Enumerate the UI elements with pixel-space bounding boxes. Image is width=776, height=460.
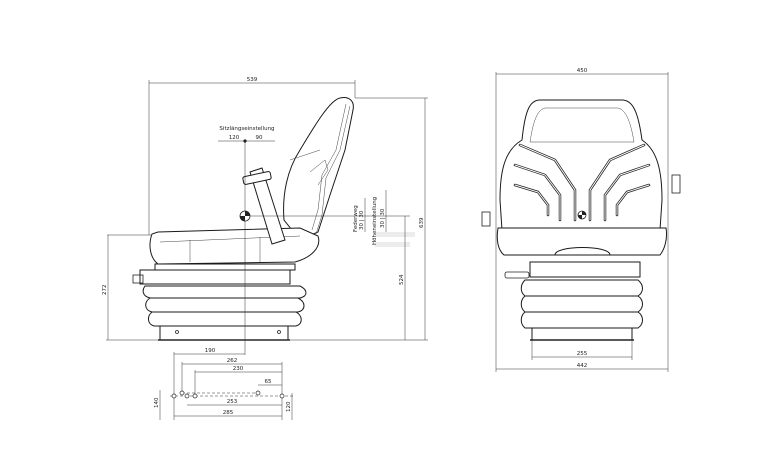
dim-230: 230 bbox=[233, 366, 244, 372]
total-height-label: 639 bbox=[419, 217, 425, 228]
height-adjust-knob bbox=[554, 247, 611, 256]
belt-buckle bbox=[242, 171, 272, 185]
front-bellows bbox=[520, 279, 643, 329]
front-base-width-label: 255 bbox=[577, 351, 588, 357]
height-adjust-values: 30 | 30 bbox=[380, 208, 386, 228]
belt-buckle-left bbox=[481, 211, 491, 227]
front-cushion bbox=[496, 227, 667, 256]
watermark-logo bbox=[375, 232, 415, 247]
seat-cushion bbox=[149, 227, 320, 265]
dim-65: 65 bbox=[265, 379, 272, 385]
suspension-base bbox=[159, 325, 289, 341]
base-height-label: 272 bbox=[102, 285, 108, 296]
dim-262: 262 bbox=[227, 358, 238, 364]
seat-backrest bbox=[283, 97, 354, 241]
suspension-title: Federweg bbox=[353, 205, 359, 232]
seat-adjust-front: 90 bbox=[256, 135, 263, 141]
seat-adjust-title: Sitzlängseinstellung bbox=[219, 126, 274, 132]
dim-190: 190 bbox=[205, 348, 216, 354]
dim-285: 285 bbox=[223, 410, 234, 416]
dim-253: 253 bbox=[227, 399, 238, 405]
width-label: 539 bbox=[247, 77, 258, 83]
mounting-hole-pattern: 190 262 230 65 253 285 140 120 bbox=[154, 348, 295, 420]
seat-belt bbox=[249, 167, 286, 245]
front-backrest bbox=[499, 99, 663, 231]
brand-logo-icon bbox=[577, 210, 587, 220]
front-width-bottom-label: 442 bbox=[577, 363, 588, 369]
seat-adjust-back: 120 bbox=[229, 135, 240, 141]
seat-height-label: 524 bbox=[399, 274, 405, 285]
front-suspension-top bbox=[529, 261, 641, 278]
front-width-top-label: 450 bbox=[577, 68, 588, 74]
side-view: 539 Sitzlängseinstellung 120 90 bbox=[102, 77, 428, 355]
front-lever-handle bbox=[504, 271, 530, 279]
sip-symbol-icon bbox=[239, 210, 251, 222]
belt-buckle-right bbox=[671, 174, 681, 194]
dim-120: 120 bbox=[286, 401, 292, 412]
dim-140: 140 bbox=[154, 397, 160, 408]
suspension-values: 30 | 30 bbox=[359, 210, 365, 230]
lever-handle bbox=[132, 274, 144, 284]
height-adjust-title: Höheneinstellung bbox=[372, 197, 378, 245]
front-suspension-base bbox=[531, 327, 633, 341]
front-view: 450 bbox=[481, 68, 681, 372]
seat-rail bbox=[154, 263, 296, 271]
suspension-top bbox=[139, 269, 291, 285]
suspension-bellows bbox=[142, 285, 307, 327]
